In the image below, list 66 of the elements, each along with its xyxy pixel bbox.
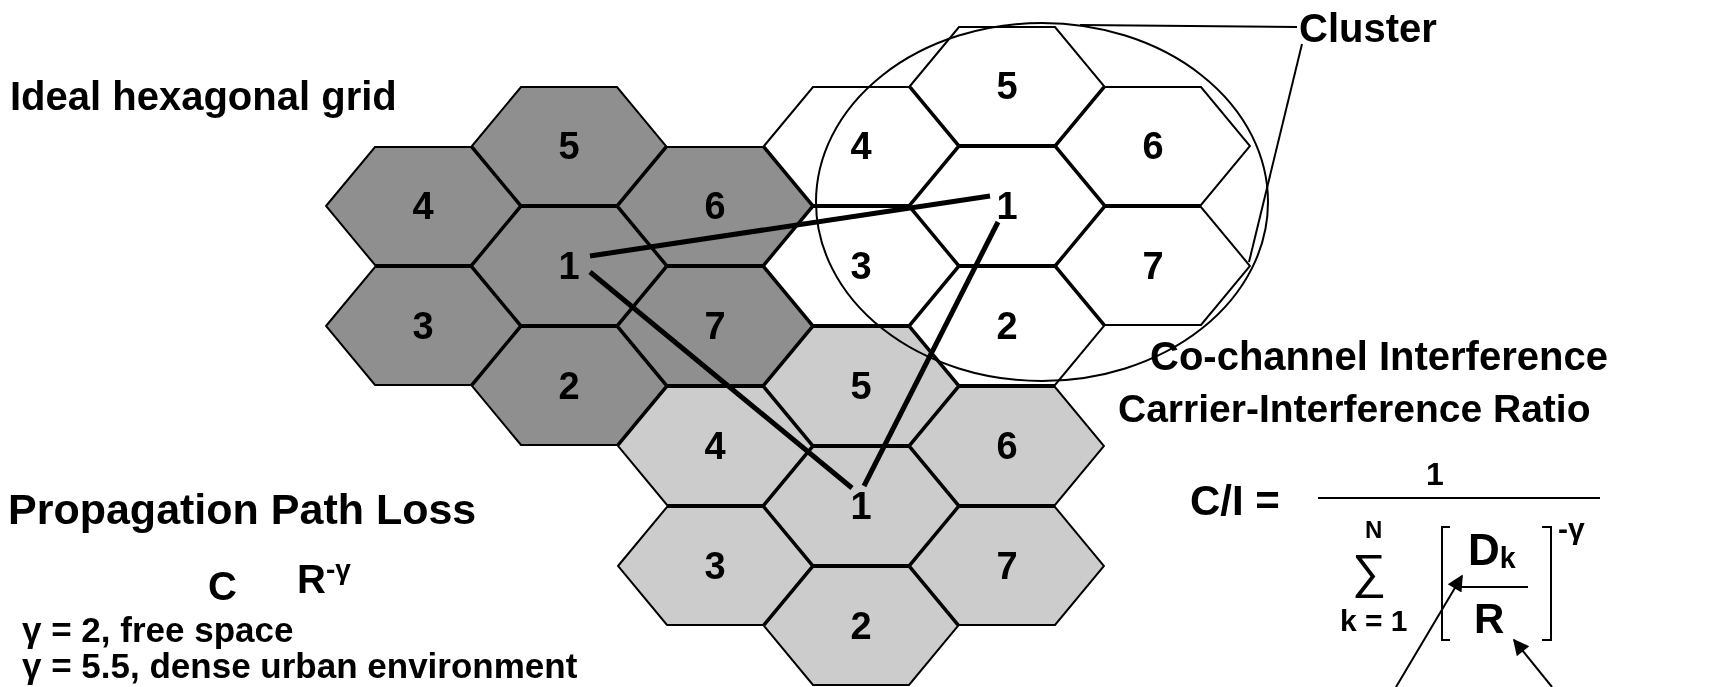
cell-number: 7 <box>996 547 1018 585</box>
leader-line <box>588 270 854 490</box>
cell-number: 5 <box>558 127 580 165</box>
leader-line <box>1079 24 1298 28</box>
cell-number: 6 <box>996 427 1018 465</box>
cell-number: 1 <box>996 187 1018 225</box>
cell-number: 4 <box>704 427 726 465</box>
hexagon-cell <box>909 146 1105 266</box>
arrow <box>1513 638 1553 687</box>
formula-term: -γ <box>1558 514 1585 544</box>
cell-number: 2 <box>558 367 580 405</box>
hexagon-cell <box>763 446 959 566</box>
section-heading: Carrier-Interference Ratio <box>1118 389 1591 428</box>
cell-number: 1 <box>558 247 580 285</box>
leader-line <box>861 220 1001 488</box>
cell-number: 6 <box>1142 127 1164 165</box>
hexagon-cell <box>763 206 959 326</box>
hexagon-cell <box>763 566 959 686</box>
formula-term: C/I = <box>1190 480 1280 522</box>
cell-number: 1 <box>850 487 872 525</box>
hexagon-cell <box>617 266 813 386</box>
note-text: γ = 2, free space <box>22 612 294 647</box>
leader-line <box>589 193 991 259</box>
leader-line <box>1248 43 1303 263</box>
cell-number: 4 <box>850 127 872 165</box>
cell-number: 2 <box>850 607 872 645</box>
note-text: γ = 5.5, dense urban environment <box>22 648 578 683</box>
hexagon-cell <box>1055 206 1251 326</box>
hexagon-cell <box>909 386 1105 506</box>
formula-term: k = 1 <box>1340 606 1408 636</box>
hexagon-cell <box>909 506 1105 626</box>
diagram-heading: Ideal hexagonal grid <box>10 76 397 116</box>
hexagon-cell <box>763 86 959 206</box>
section-heading: Propagation Path Loss <box>8 488 477 531</box>
hexagon-cell <box>617 386 813 506</box>
hexagon-cell <box>325 266 521 386</box>
arrow <box>1395 574 1463 687</box>
cell-number: 2 <box>996 307 1018 345</box>
hexagon-cell <box>471 86 667 206</box>
cell-number: 5 <box>996 67 1018 105</box>
cell-number: 3 <box>704 547 726 585</box>
cell-number: 3 <box>412 307 434 345</box>
hexagon-cell <box>763 326 959 446</box>
formula-term: R <box>1474 598 1505 640</box>
hexagon-cell <box>617 146 813 266</box>
hexagon-cell <box>617 506 813 626</box>
cell-number: 4 <box>412 187 434 225</box>
hexagon-cell <box>471 326 667 446</box>
hexagon-cell <box>325 146 521 266</box>
formula-term: D$_{k}$ <box>1468 528 1516 573</box>
formula-term: N <box>1365 518 1383 542</box>
cell-number: 7 <box>704 307 726 345</box>
cell-number: 5 <box>850 367 872 405</box>
section-heading: Co-channel Interference <box>1150 336 1608 376</box>
cell-number: 7 <box>1142 247 1164 285</box>
callout-label: Cluster <box>1299 8 1437 48</box>
formula-term: 1 <box>1426 458 1444 490</box>
formula-term: C <box>208 566 237 606</box>
formula-term: R$^{-γ}$ <box>297 556 351 600</box>
hexagon-cell <box>909 266 1105 386</box>
hexagon-cell <box>909 26 1105 146</box>
hexagon-cell <box>1055 86 1251 206</box>
cell-number: 6 <box>704 187 726 225</box>
sum-symbol: ∑ <box>1352 548 1387 596</box>
cell-number: 3 <box>850 247 872 285</box>
hexagon-cell <box>471 206 667 326</box>
